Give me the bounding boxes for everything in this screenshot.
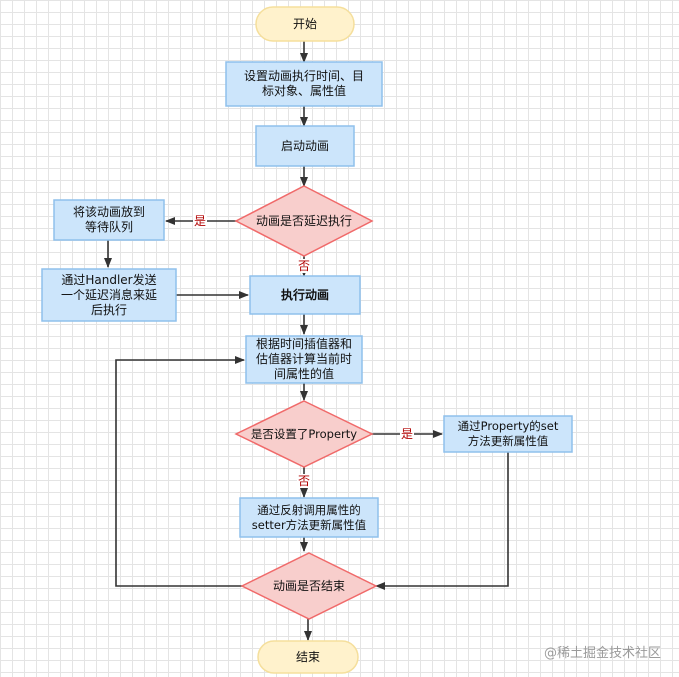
node-is-ended[interactable]: 动画是否结束 [272,578,345,593]
node-is-ended-shape [240,552,378,620]
node-set-params[interactable]: 设置动画执行时间、目 标对象、属性值 [243,69,364,98]
node-reflect-set-shape [239,497,379,538]
node-has-property-shape [234,400,374,468]
node-reflect-set[interactable]: 通过反射调用属性的 setter方法更新属性值 [251,502,367,532]
node-end[interactable]: 结束 [295,649,320,664]
node-start[interactable]: 开始 [292,16,317,31]
node-queue-shape [53,199,165,241]
node-is-delayed-shape [234,185,374,257]
node-compute[interactable]: 根据时间插值器和 估值器计算当前时 间属性的值 [255,337,352,381]
label-delayed-no: 否 [297,259,312,273]
node-queue[interactable]: 将该动画放到 等待队列 [72,205,145,234]
node-handler-shape [41,268,177,322]
node-start-anim[interactable]: 启动动画 [280,138,329,153]
node-property-set[interactable]: 通过Property的set 方法更新属性值 [457,419,559,448]
node-is-delayed[interactable]: 动画是否延迟执行 [255,213,352,228]
node-has-property[interactable]: 是否设置了Property [250,426,358,441]
watermark: @稀土掘金技术社区 [543,646,661,661]
node-execute[interactable]: 执行动画 [280,287,329,302]
label-delayed-yes: 是 [193,214,208,228]
shapes [41,6,573,674]
node-property-set-shape [443,415,573,453]
edge-property-set-to-end-decision [375,452,509,590]
node-execute-shape [249,275,361,315]
node-set-params-shape [225,61,383,107]
node-compute-shape [245,335,363,384]
edges [104,41,509,641]
label-property-no: 否 [297,474,312,488]
node-start-shape [255,6,355,42]
node-end-shape [257,640,359,674]
edge-end-decision-loop-back [115,356,245,587]
label-property-yes: 是 [400,427,415,441]
node-handler[interactable]: 通过Handler发送 一个延迟消息来延 后执行 [60,272,157,317]
node-start-anim-shape [255,125,355,167]
